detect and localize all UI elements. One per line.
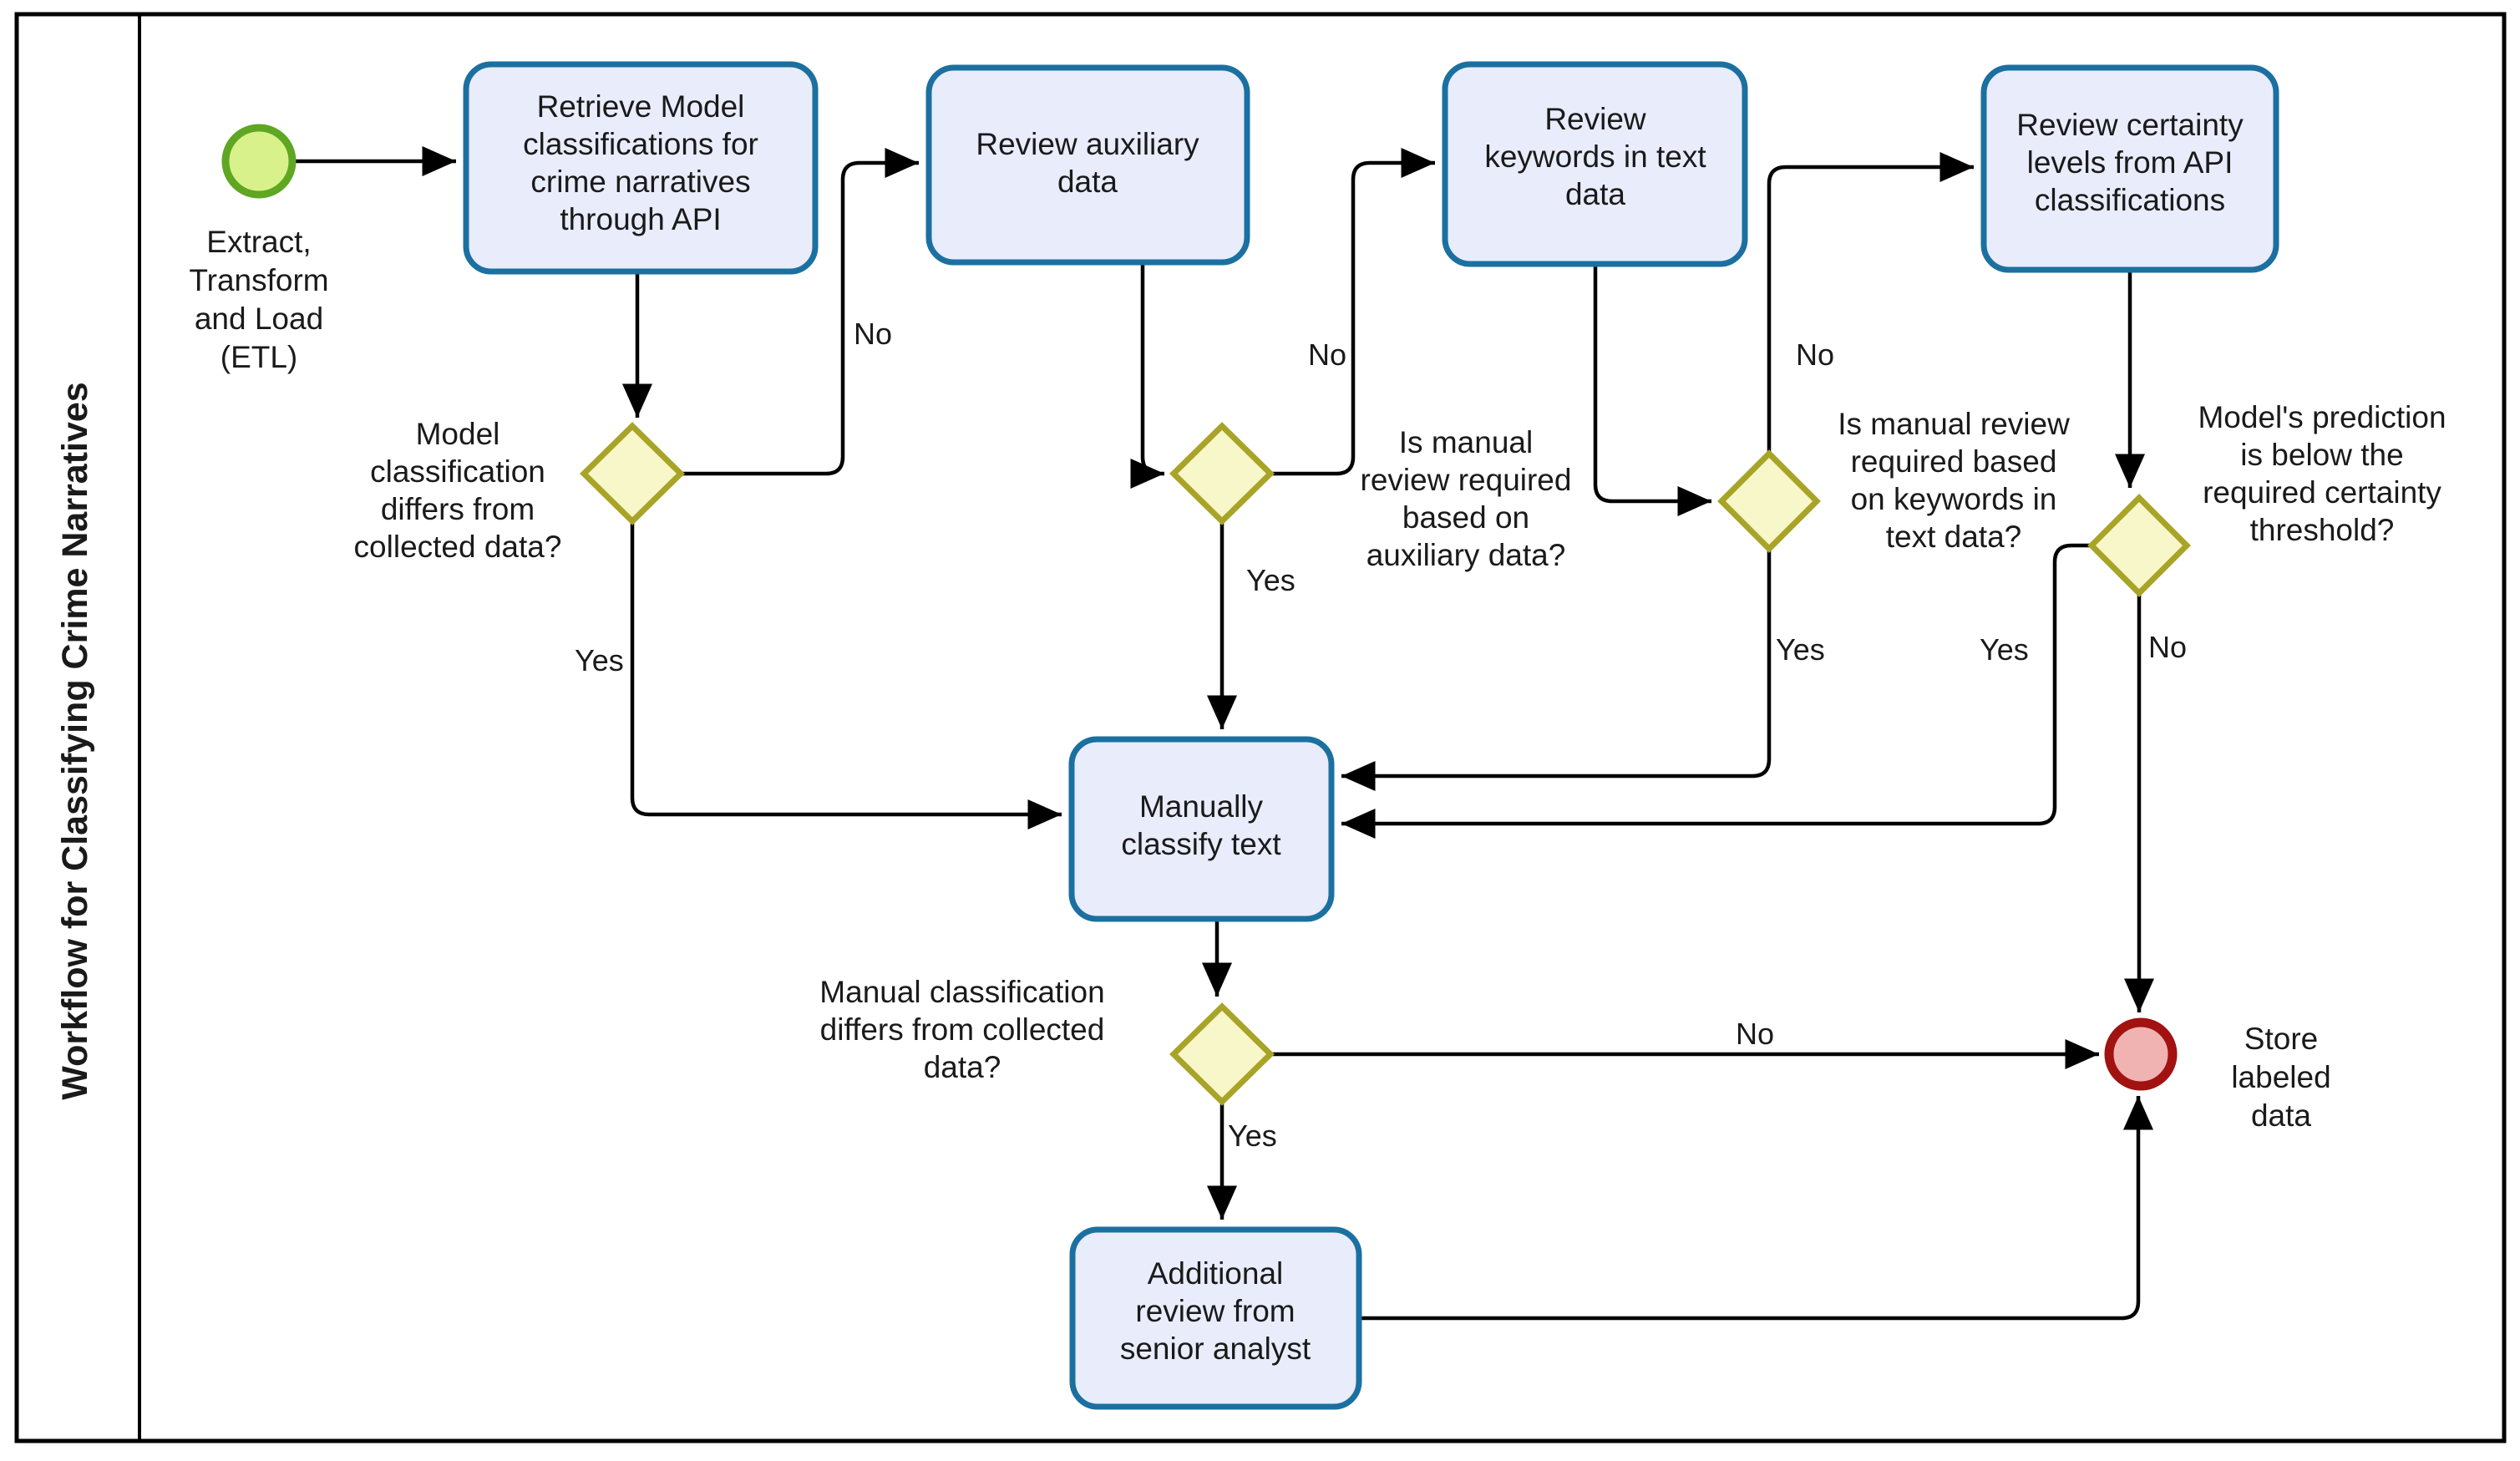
gateway-label: data?	[924, 1050, 1001, 1084]
gateway-label: Model	[416, 417, 500, 451]
label-gw1-no: No	[854, 317, 892, 351]
gateway-manual-review-keywords: Is manual review required based on keywo…	[1717, 407, 2070, 554]
flow-additional-review-to-end	[1359, 1096, 2153, 1321]
start-event-label: (ETL)	[221, 340, 298, 374]
label-gw3-no: No	[1796, 337, 1834, 372]
gateway-label: differs from	[381, 492, 535, 526]
flow-gw3-yes-to-manually-classify	[1341, 550, 1772, 791]
gateway-label: is below the	[2240, 438, 2403, 472]
gateway-label: differs from collected	[820, 1012, 1105, 1047]
gateway-label: on keywords in	[1851, 482, 2057, 516]
gateway-diamond	[1169, 422, 1275, 525]
gateway-label: required based	[1851, 444, 2057, 479]
flow-gw1-no-to-review-auxiliary	[682, 148, 919, 476]
sequence-flows	[294, 146, 2154, 1321]
task-label: Review certainty	[2016, 108, 2244, 142]
task-manually-classify-text: Manually classify text	[1068, 736, 1335, 922]
gateway-label: Model's prediction	[2198, 400, 2446, 434]
end-event: Store labeled data	[2104, 1017, 2331, 1133]
task-label: classifications for	[523, 127, 758, 161]
task-label: data	[1057, 165, 1118, 199]
gateway-model-classification-differs: Model classification differs from collec…	[354, 417, 685, 564]
task-label: Review auxiliary	[976, 127, 1199, 161]
gateway-label: Is manual	[1399, 425, 1533, 459]
gateway-label: classification	[370, 454, 545, 489]
gateway-diamond	[1717, 449, 1821, 553]
label-gw5-yes: Yes	[1228, 1119, 1277, 1153]
task-label: data	[1565, 177, 1625, 211]
label-gw4-no: No	[2148, 630, 2187, 664]
flow-gw2-no-to-review-keywords	[1271, 148, 1435, 476]
task-review-keywords: Review keywords in text data	[1442, 61, 1748, 267]
label-gw3-yes: Yes	[1776, 632, 1825, 667]
start-event: Extract, Transform and Load (ETL)	[189, 124, 329, 374]
task-label: classifications	[2035, 183, 2225, 217]
flow-gw3-no-to-review-certainty	[1767, 152, 1974, 453]
gateway-prediction-below-threshold: Model's prediction is below the required…	[2087, 400, 2446, 597]
task-label: review from	[1135, 1294, 1295, 1328]
start-event-circle	[221, 124, 297, 199]
task-label: Retrieve Model	[537, 89, 745, 124]
task-box	[463, 61, 819, 275]
task-label: Additional	[1148, 1256, 1284, 1291]
gateway-label: threshold?	[2250, 513, 2395, 547]
task-box	[1442, 61, 1748, 267]
task-label: Manually	[1139, 789, 1264, 824]
task-box	[925, 64, 1250, 266]
start-event-label: Transform	[189, 263, 328, 297]
task-box	[1068, 736, 1335, 922]
task-retrieve-model-classifications: Retrieve Model classifications for crime…	[463, 61, 819, 275]
gateway-label: Manual classification	[819, 975, 1104, 1009]
gateway-diamond	[1169, 1002, 1275, 1106]
flow-review-auxiliary-to-gw2	[1130, 262, 1164, 489]
gateway-diamond	[580, 422, 685, 525]
task-label: classify text	[1121, 827, 1281, 861]
task-label: senior analyst	[1120, 1332, 1311, 1366]
gateway-label: collected data?	[354, 530, 562, 564]
gateway-diamond	[2087, 494, 2191, 597]
task-review-certainty: Review certainty levels from API classif…	[1980, 64, 2279, 273]
task-label: Review	[1544, 102, 1646, 136]
gateway-label: required certainty	[2203, 475, 2441, 510]
flow-gw1-yes-to-manually-classify	[630, 522, 1062, 829]
gateway-label: review required	[1361, 463, 1572, 497]
task-label: keywords in text	[1484, 140, 1706, 174]
flow-gw4-yes-to-manually-classify	[1341, 543, 2091, 839]
task-label: crime narratives	[530, 165, 750, 199]
gateway-label: text data?	[1886, 520, 2022, 554]
flow-review-keywords-to-gw3	[1593, 264, 1711, 516]
label-gw5-no: No	[1736, 1017, 1774, 1051]
label-gw4-yes: Yes	[1980, 632, 2029, 667]
pool-border	[14, 12, 2507, 1443]
task-additional-review: Additional review from senior analyst	[1069, 1226, 1362, 1410]
task-box	[1069, 1226, 1362, 1410]
task-box	[1980, 64, 2279, 273]
gateway-manual-classification-differs: Manual classification differs from colle…	[819, 975, 1275, 1106]
start-event-label: and Load	[195, 302, 323, 336]
gateway-label: based on	[1402, 500, 1529, 535]
gateway-label: Is manual review	[1838, 407, 2070, 441]
label-gw2-no: No	[1308, 337, 1346, 372]
pool-title: Workflow for Classifying Crime Narrative…	[55, 382, 95, 1099]
end-event-label: Store	[2244, 1022, 2318, 1056]
end-event-label: labeled	[2231, 1060, 2330, 1094]
task-label: through API	[560, 202, 721, 236]
gateway-manual-review-auxiliary: Is manual review required based on auxil…	[1169, 422, 1572, 572]
end-event-circle	[2104, 1017, 2178, 1091]
task-label: levels from API	[2027, 145, 2234, 180]
label-gw2-yes: Yes	[1246, 563, 1295, 597]
flow-labels: No Yes No Yes No Yes Yes No Yes No	[575, 317, 2187, 1153]
gateway-label: auxiliary data?	[1366, 538, 1566, 572]
label-gw1-yes: Yes	[575, 643, 624, 677]
start-event-label: Extract,	[206, 225, 311, 259]
task-review-auxiliary-data: Review auxiliary data	[925, 64, 1250, 266]
end-event-label: data	[2251, 1098, 2311, 1133]
